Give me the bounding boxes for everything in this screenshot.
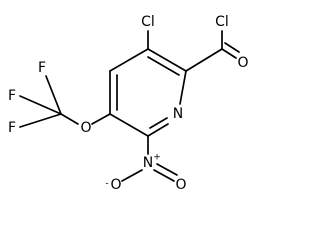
bond-ring-c2-c3-inner [147,56,180,76]
bond-c-f-left-top [19,95,62,115]
bond-ring-n-c2 [179,70,187,105]
atom-n-ring: N [173,106,183,122]
bond-c-f-top [45,75,62,115]
atom-cl-acyl: Cl [215,14,229,30]
molecule-structure: Cl Cl O N O F F F N + O - O [8,14,249,193]
atom-n-nitro: N [143,155,153,171]
atom-f-left-top: F [8,88,16,104]
bond-o-cf3 [60,113,79,125]
atom-o-nitro-right: O [175,177,186,193]
bond-c2-acyl [185,48,223,72]
bond-c-f-left-bottom [19,113,62,128]
bond-c5-o [91,113,111,125]
bond-ring-c2-c3 [147,48,187,72]
bond-ring-c6-n [147,123,169,137]
atom-o-carbonyl: O [237,55,248,71]
atom-f-left-bottom: F [8,120,16,136]
bond-acyl-o-b [224,42,240,53]
molecule-canvas: Cl Cl O N O F F F N + O - O [8,14,249,193]
bond-ring-c5-c6 [109,113,149,137]
bond-acyl-o-a [221,48,237,59]
atom-f-top: F [38,60,46,76]
charge-o-nitro-left: - [105,179,108,189]
charge-n-nitro: + [153,153,161,163]
atom-o-ether: O [80,120,91,136]
bond-n-o-left [121,169,143,182]
atom-o-nitro-left: O [110,177,121,193]
bond-ring-c6-n-inner [149,117,168,129]
bond-n-o-right-a [153,169,175,182]
bond-n-o-right-b [156,163,178,176]
bond-ring-c3-c4 [109,48,149,72]
atom-cl-ring: Cl [141,14,155,30]
